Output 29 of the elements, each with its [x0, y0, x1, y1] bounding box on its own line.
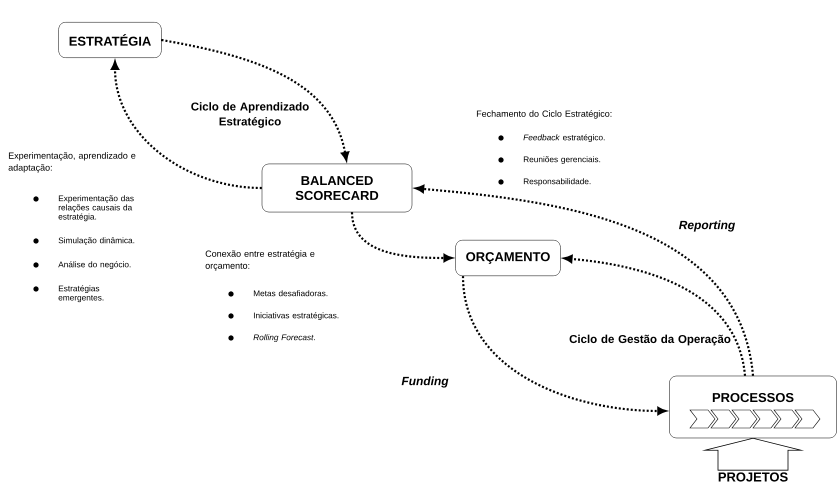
list-heading: Experimentação, aprendizado e adaptação:	[8, 152, 136, 173]
dotted-arrow	[462, 276, 666, 416]
rounded-box: BALANCED SCORECARD	[262, 164, 412, 212]
process-box: PROCESSOS	[669, 376, 837, 438]
list-item: Análise do negócio.	[58, 261, 131, 269]
list-item: Simulação dinâmica.	[58, 237, 134, 245]
list-item: Iniciativas estratégicas.	[254, 312, 338, 320]
dotted-arrow	[415, 184, 754, 376]
dotted-arrow	[564, 254, 746, 376]
cycle-label: Ciclo de Aprendizado Estratégico	[191, 102, 309, 128]
list-item: Responsabilidade.	[524, 178, 590, 186]
dotted-arrow	[350, 212, 452, 262]
list-item: Reuniões gerenciais.	[524, 156, 600, 164]
list-item: Feedback estratégico.	[523, 134, 605, 142]
list-item: Metas desafiadoras.	[254, 290, 328, 296]
list-heading: Conexão entre estratégia e orçamento:	[206, 250, 314, 271]
dotted-arrow	[110, 61, 262, 190]
list-item: Rolling Forecast.	[253, 334, 315, 342]
cycle-label: Ciclo de Gestão da Operação	[570, 334, 730, 346]
edge-label: Reporting	[678, 220, 736, 232]
node-text: PROJETOS	[718, 472, 788, 482]
edge-label: Funding	[402, 376, 448, 388]
dotted-arrow	[161, 38, 350, 161]
list-heading: Fechamento do Ciclo Estratégico:	[476, 110, 612, 119]
list-item: Experimentação das relações causais da estratégia.	[58, 195, 134, 222]
rounded-box: ESTRATÉGIA	[58, 22, 162, 58]
list-item: Estratégias emergentes.	[58, 285, 104, 302]
block-arrow	[702, 438, 804, 471]
rounded-box: ORÇAMENTO	[455, 240, 561, 276]
